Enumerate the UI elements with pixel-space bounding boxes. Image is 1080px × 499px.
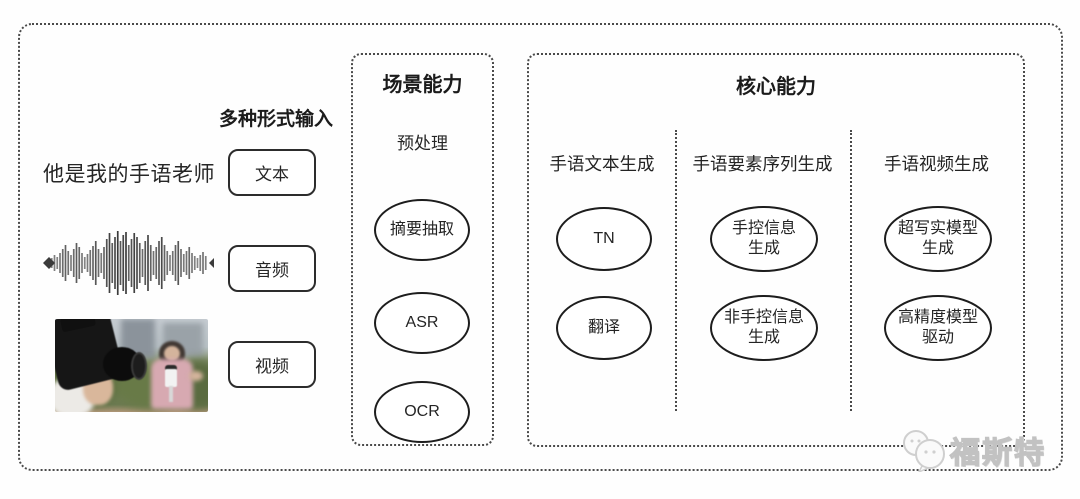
node-ocr: OCR: [374, 381, 470, 443]
input-type-box-video: 视频: [228, 341, 316, 388]
input-type-label: 文本: [255, 165, 289, 184]
node-asr: ASR: [374, 292, 470, 354]
node-summary-extraction: 摘要抽取: [374, 199, 470, 261]
reporter-photo: [55, 319, 208, 412]
node-translation: 翻译: [556, 296, 652, 360]
input-type-label: 视频: [255, 357, 289, 376]
scene-panel-title: 场景能力: [382, 74, 463, 96]
photo-microphone: [169, 386, 173, 402]
input-type-label: 音频: [255, 261, 289, 280]
preprocess-label: 预处理: [397, 134, 448, 153]
sample-sentence-text: 他是我的手语老师: [43, 163, 215, 186]
photo-reporter-hand: [189, 371, 203, 381]
node-non-manual-info-generation: 非手控信息 生成: [710, 295, 818, 361]
core-panel-title: 核心能力: [736, 76, 816, 98]
node-hyperrealistic-model-generation: 超写实模型 生成: [884, 206, 992, 272]
photo-camera-lens-ring: [131, 352, 147, 380]
column-divider: [850, 130, 852, 411]
audio-waveform-icon: [43, 231, 214, 295]
node-tn: TN: [556, 207, 652, 271]
node-manual-info-generation: 手控信息 生成: [710, 206, 818, 272]
outer-dotted-frame: [18, 23, 1063, 471]
photo-microphone: [165, 369, 177, 387]
watermark-text: 福斯特: [949, 436, 1046, 470]
column-header-sign-elements: 手语要素序列生成: [692, 154, 833, 174]
column-divider: [675, 130, 677, 411]
input-type-box-text: 文本: [228, 149, 316, 196]
core-capability-panel: 核心能力 手语文本生成 手语要素序列生成 手语视频生成 TN 翻译 手控信息 生…: [527, 53, 1025, 447]
column-header-sign-text: 手语文本生成: [549, 154, 655, 174]
input-type-box-audio: 音频: [228, 245, 316, 292]
node-high-precision-model-driving: 高精度模型 驱动: [884, 295, 992, 361]
input-section-title: 多种形式输入: [218, 109, 333, 130]
photo-reporter-face: [164, 346, 180, 361]
column-header-sign-video: 手语视频生成: [884, 154, 989, 174]
chat-bubbles-icon: [903, 430, 945, 472]
watermark: 福斯特: [898, 424, 1068, 476]
photo-microphone: [165, 365, 177, 371]
scene-capability-panel: 场景能力 预处理 摘要抽取 ASR OCR: [351, 53, 494, 446]
